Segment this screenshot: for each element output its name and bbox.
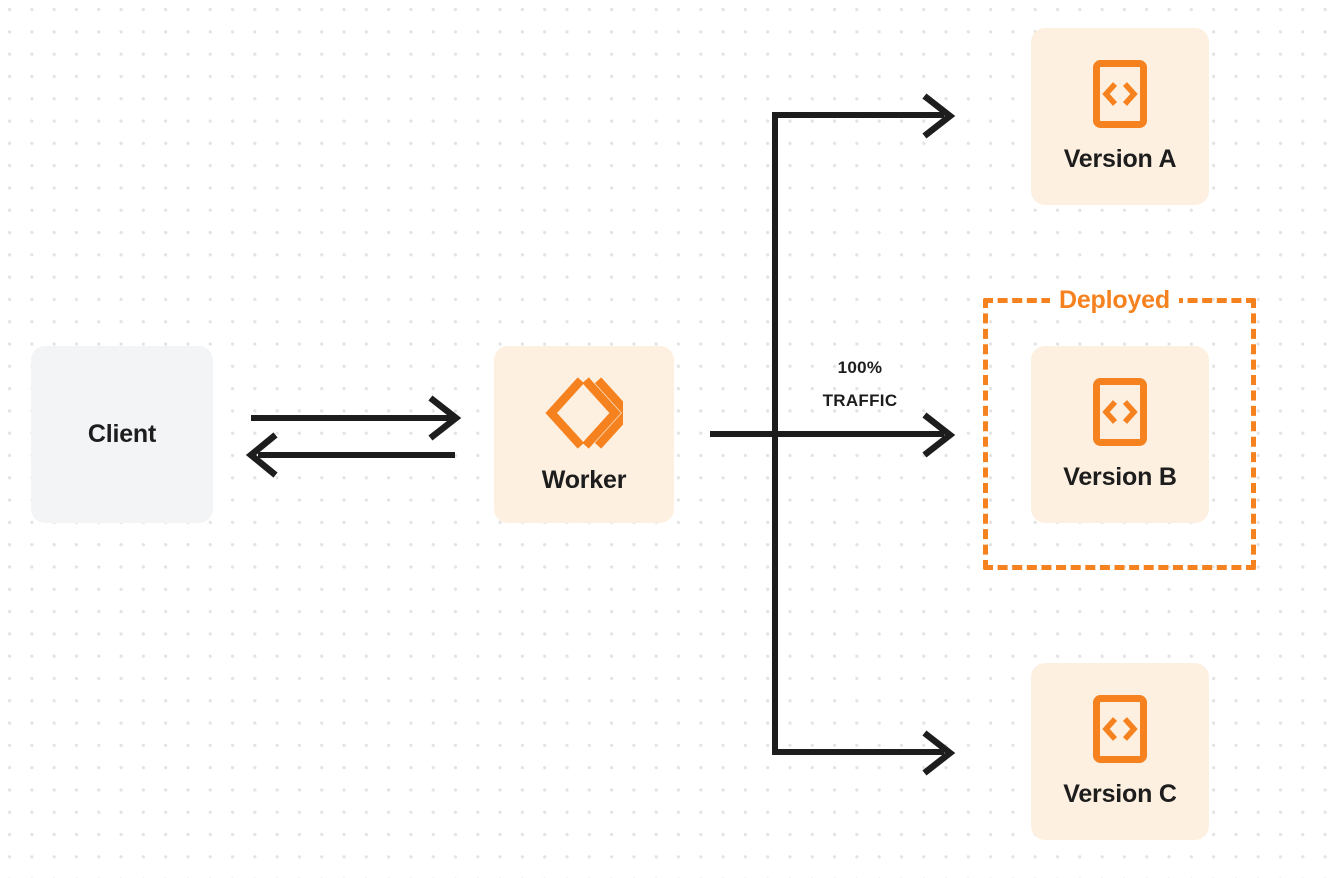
code-brackets-icon xyxy=(1092,59,1148,129)
code-brackets-icon xyxy=(1092,377,1148,447)
connector-client-to-worker xyxy=(251,395,462,441)
traffic-annotation: 100% TRAFFIC xyxy=(800,351,920,417)
connector-worker-to-version-b xyxy=(710,412,956,458)
node-client-label: Client xyxy=(87,420,157,448)
connector-worker-to-client xyxy=(245,432,455,478)
node-version-a-label: Version A xyxy=(1063,145,1177,173)
node-client[interactable]: Client xyxy=(31,346,213,523)
traffic-percent: 100% xyxy=(837,358,883,377)
traffic-caption: TRAFFIC xyxy=(822,391,898,410)
node-version-b-label: Version B xyxy=(1063,463,1177,491)
connector-worker-to-version-c xyxy=(772,730,956,776)
node-version-a[interactable]: Version A xyxy=(1031,28,1209,205)
code-brackets-icon xyxy=(1092,694,1148,764)
cloudflare-workers-logo-icon xyxy=(545,374,623,452)
node-version-c[interactable]: Version C xyxy=(1031,663,1209,840)
node-worker-label: Worker xyxy=(541,466,627,494)
node-version-c-label: Version C xyxy=(1063,780,1177,808)
node-worker[interactable]: Worker xyxy=(494,346,674,523)
connector-worker-to-version-a xyxy=(772,93,956,139)
group-deployed-label: Deployed xyxy=(1050,285,1179,315)
node-version-b[interactable]: Version B xyxy=(1031,346,1209,523)
